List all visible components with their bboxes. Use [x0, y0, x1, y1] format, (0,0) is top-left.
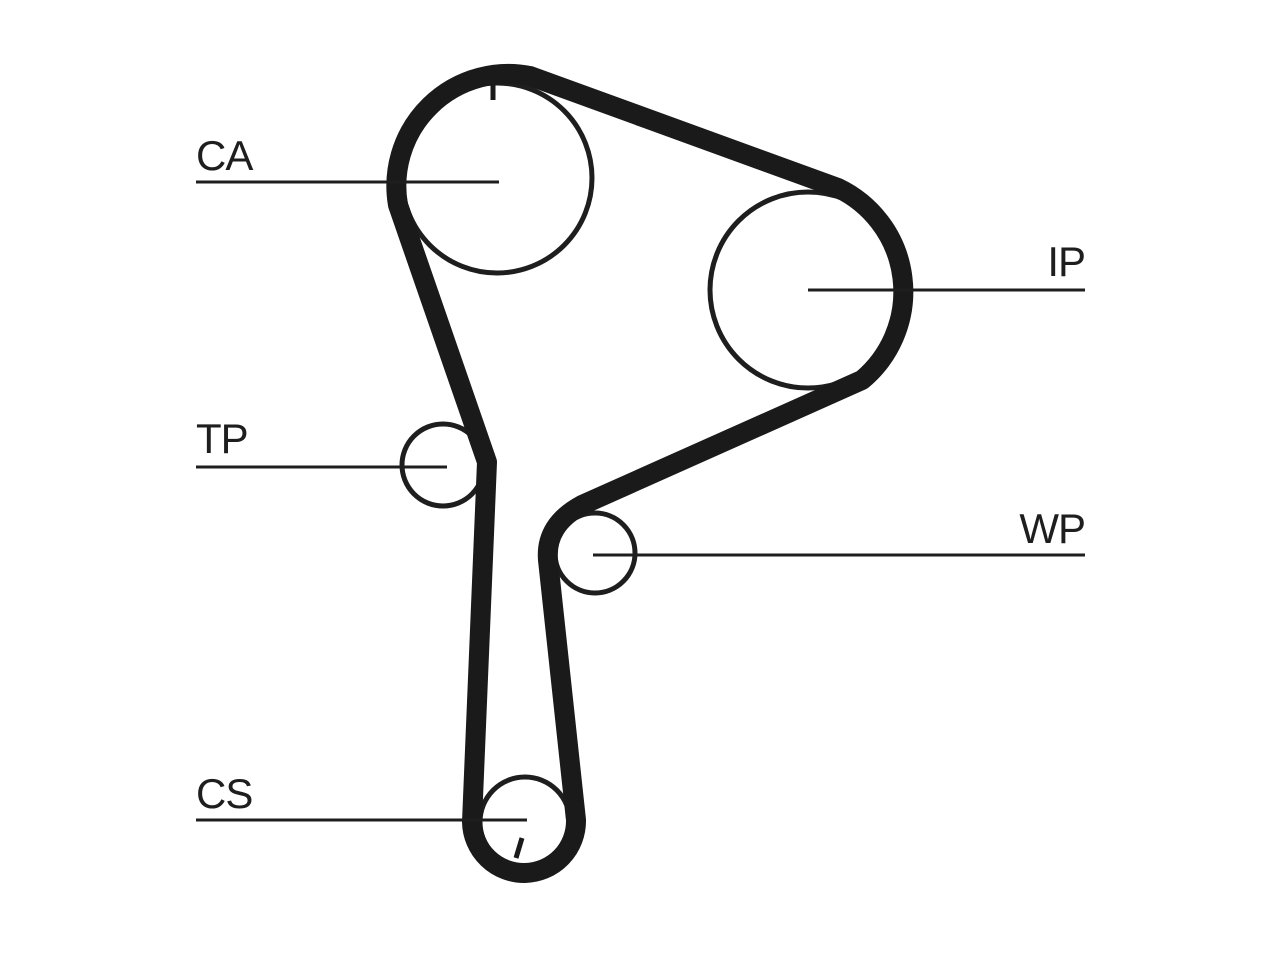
label-wp: WP [1019, 505, 1085, 552]
crankshaft-timing-mark [513, 837, 525, 859]
timing-belt [386, 63, 914, 883]
label-ca: CA [196, 132, 253, 179]
label-tp: TP [196, 415, 248, 462]
label-cs: CS [196, 770, 252, 817]
label-ip: IP [1047, 238, 1085, 285]
